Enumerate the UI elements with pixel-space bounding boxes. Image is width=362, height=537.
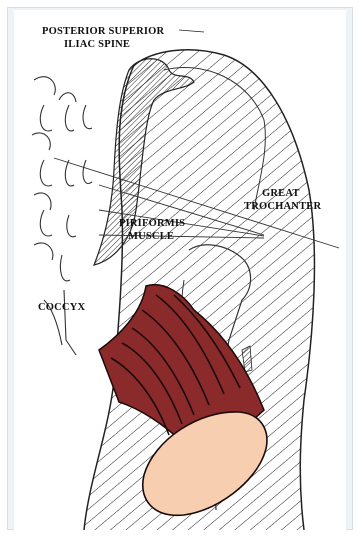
label-piriformis-line1: PIRIFORMIS	[119, 218, 185, 229]
label-psis-line1: POSTERIOR SUPERIOR	[42, 26, 165, 37]
label-piriformis-line2: MUSCLE	[128, 231, 174, 242]
anatomy-illustration: POSTERIOR SUPERIOR ILIAC SPINE GREAT TRO…	[14, 10, 346, 530]
label-coccyx: COCCYX	[38, 302, 85, 313]
anatomy-svg: POSTERIOR SUPERIOR ILIAC SPINE GREAT TRO…	[14, 10, 346, 530]
label-great-line2: TROCHANTER	[244, 201, 321, 212]
label-psis-line2: ILIAC SPINE	[64, 39, 130, 50]
label-great-line1: GREAT	[262, 188, 300, 199]
sacrum-sketch	[32, 77, 92, 355]
psis-leader	[179, 30, 204, 32]
